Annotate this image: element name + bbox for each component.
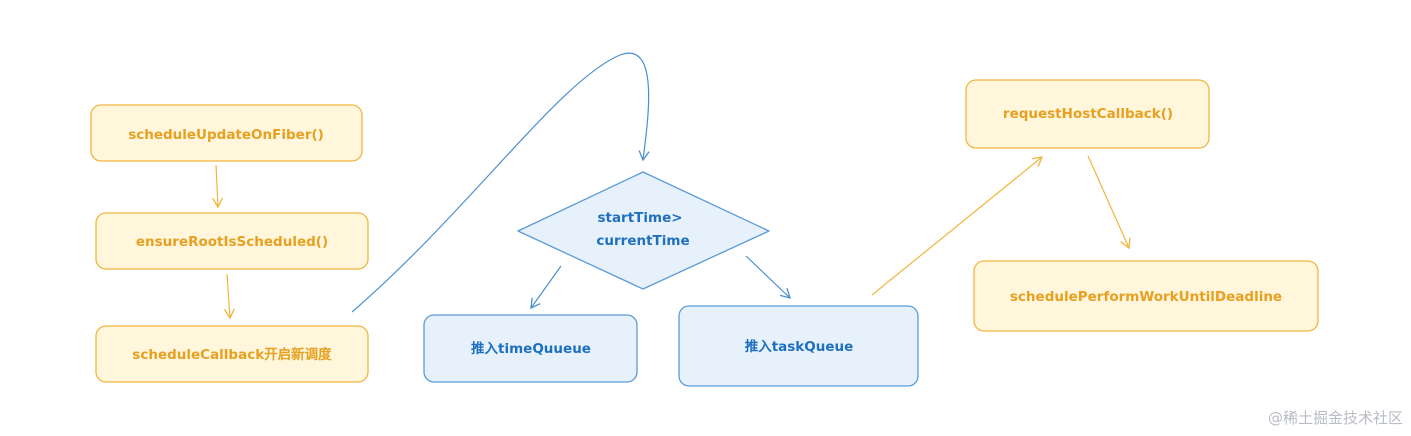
decision-line-1: startTime> xyxy=(597,210,682,226)
arrow-callback-to-decision xyxy=(351,52,650,313)
node-schedule-callback: scheduleCallback开启新调度 xyxy=(95,325,369,383)
node-push-task-queue: 推入taskQueue xyxy=(678,305,919,387)
node-request-host-callback: requestHostCallback() xyxy=(965,79,1210,149)
node-schedule-perform-work: schedulePerformWorkUntilDeadline xyxy=(973,260,1319,332)
node-ensure-root-is-scheduled: ensureRootIsScheduled() xyxy=(95,212,369,270)
arrow-decision-to-task-queue xyxy=(745,255,791,299)
watermark: @稀土掘金技术社区 xyxy=(1267,409,1403,427)
node-label: scheduleUpdateOnFiber() xyxy=(128,127,324,143)
arrow-request-host-to-perform-work xyxy=(1087,155,1131,250)
node-label: 推入timeQuueue xyxy=(471,340,591,357)
node-label: 推入taskQueue xyxy=(745,338,854,355)
arrow-ensure-to-callback xyxy=(223,273,235,320)
node-label: schedulePerformWorkUntilDeadline xyxy=(1010,289,1282,305)
arrow-decision-to-time-queue xyxy=(530,265,562,310)
node-label: scheduleCallback开启新调度 xyxy=(132,346,332,363)
arrow-update-to-ensure xyxy=(212,164,224,209)
decision-line-2: currentTime xyxy=(596,233,689,249)
node-push-time-queue: 推入timeQuueue xyxy=(423,314,638,383)
node-schedule-update-on-fiber: scheduleUpdateOnFiber() xyxy=(90,104,363,162)
decision-start-time-gt-current-time: startTime> currentTime xyxy=(517,171,770,290)
node-label: ensureRootIsScheduled() xyxy=(136,234,328,250)
arrow-task-queue-to-request-host xyxy=(871,156,1044,296)
node-label: requestHostCallback() xyxy=(1003,106,1173,122)
